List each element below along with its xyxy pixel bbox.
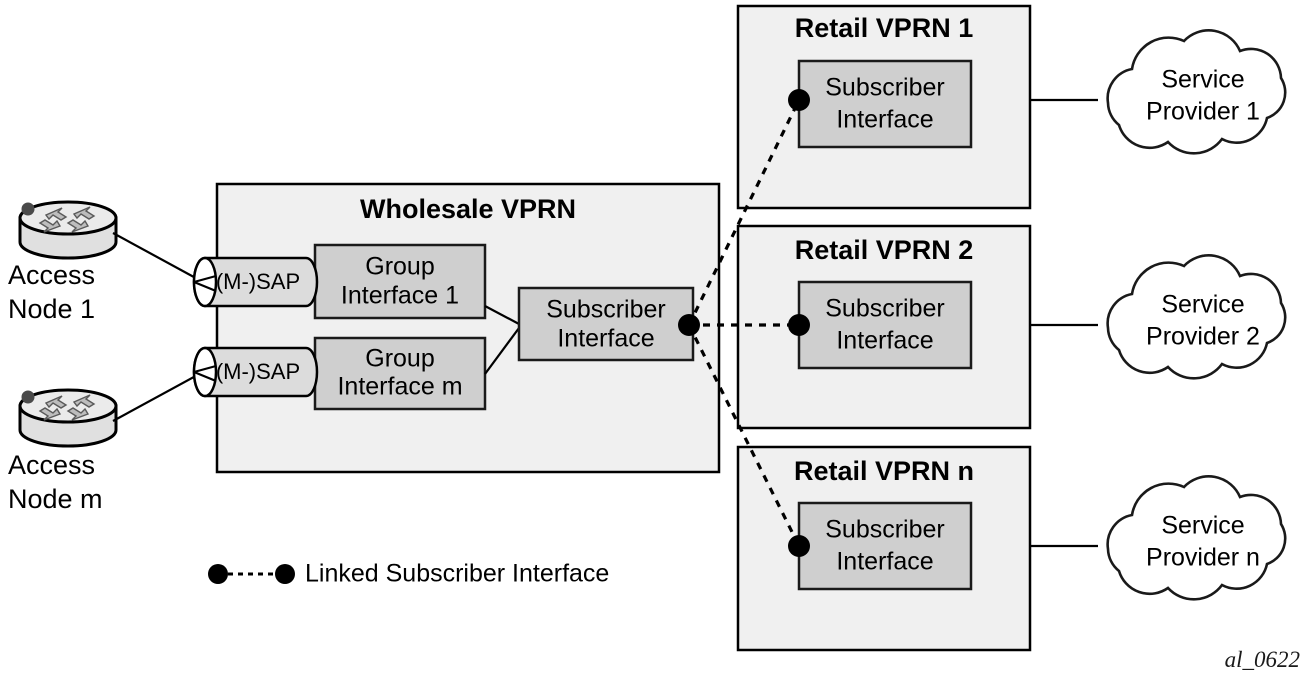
- access-node-1-link: [112, 232, 204, 283]
- retail-n-subscriber-interface-line1: Subscriber: [825, 516, 945, 544]
- retail-2-subscriber-interface-line1: Subscriber: [825, 295, 945, 323]
- access-node-m-label-line2: Node m: [8, 484, 103, 514]
- access-node-m-link: [112, 371, 204, 422]
- service-provider-1-line1: Service: [1161, 66, 1244, 94]
- retail-n-subscriber-interface-box: [797, 501, 973, 591]
- retail-1-subscriber-interface-line1: Subscriber: [825, 74, 945, 102]
- service-provider-2-line1: Service: [1161, 291, 1244, 319]
- service-provider-2-cloud: Service Provider 2: [1106, 254, 1287, 380]
- access-node-1-label-line2: Node 1: [8, 294, 95, 324]
- retail-2-subscriber-interface-box: [797, 280, 973, 370]
- group-if-m-to-sub-if-link: [484, 327, 520, 375]
- router-status-dot: [21, 202, 35, 216]
- retail-1-link-dot: [788, 89, 810, 111]
- retail-n-link-dot: [788, 535, 810, 557]
- legend: Linked Subscriber Interface: [208, 560, 609, 588]
- wholesale-vprn-title: Wholesale VPRN: [360, 194, 576, 224]
- service-provider-1-line2: Provider 1: [1146, 98, 1260, 126]
- retail-vprn-n-title: Retail VPRN n: [794, 456, 974, 486]
- access-node-m-label-line1: Access: [8, 450, 95, 480]
- service-provider-n-line2: Provider n: [1146, 544, 1260, 572]
- group-if-1-to-sub-if-link: [484, 305, 520, 325]
- group-interface-m-line2: Interface m: [337, 373, 462, 401]
- access-node-1-label-line1: Access: [8, 260, 95, 290]
- retail-vprn-2-title: Retail VPRN 2: [795, 235, 974, 265]
- router-arrows: [38, 206, 96, 233]
- retail-n-subscriber-interface-line2: Interface: [836, 548, 933, 576]
- legend-dot-left: [208, 564, 228, 584]
- sap-2-cylinder: [192, 346, 319, 398]
- access-node-m-router-icon: [18, 388, 118, 448]
- router-status-dot: [21, 390, 35, 404]
- retail-vprn-1-title: Retail VPRN 1: [795, 13, 974, 43]
- retail-2-link-dot: [788, 314, 810, 336]
- wholesale-subscriber-interface-line2: Interface: [557, 325, 654, 353]
- retail-2-subscriber-interface-line2: Interface: [836, 327, 933, 355]
- access-node-1-router-icon: [18, 200, 118, 260]
- wholesale-subscriber-interface-line1: Subscriber: [546, 296, 666, 324]
- service-provider-n-line1: Service: [1161, 512, 1244, 540]
- legend-label: Linked Subscriber Interface: [305, 560, 609, 588]
- group-interface-1-line2: Interface 1: [341, 282, 459, 310]
- legend-dot-right: [275, 564, 295, 584]
- wholesale-link-junction-dot: [678, 314, 700, 336]
- service-provider-n-cloud: Service Provider n: [1106, 475, 1287, 601]
- retail-1-subscriber-interface-box: [797, 59, 973, 149]
- group-interface-1-line1: Group: [365, 253, 434, 281]
- service-provider-2-line2: Provider 2: [1146, 323, 1260, 351]
- sap-1-label: (M-)SAP: [216, 269, 300, 294]
- sap-1-cylinder: [192, 256, 319, 308]
- figure-caption: al_0622: [1225, 647, 1300, 672]
- wholesale-subscriber-interface-box: [517, 286, 695, 362]
- group-interface-m-line1: Group: [365, 345, 434, 373]
- sap-2-label: (M-)SAP: [216, 359, 300, 384]
- retail-1-subscriber-interface-line2: Interface: [836, 106, 933, 134]
- service-provider-1-cloud: Service Provider 1: [1106, 29, 1287, 155]
- router-arrows: [38, 394, 96, 421]
